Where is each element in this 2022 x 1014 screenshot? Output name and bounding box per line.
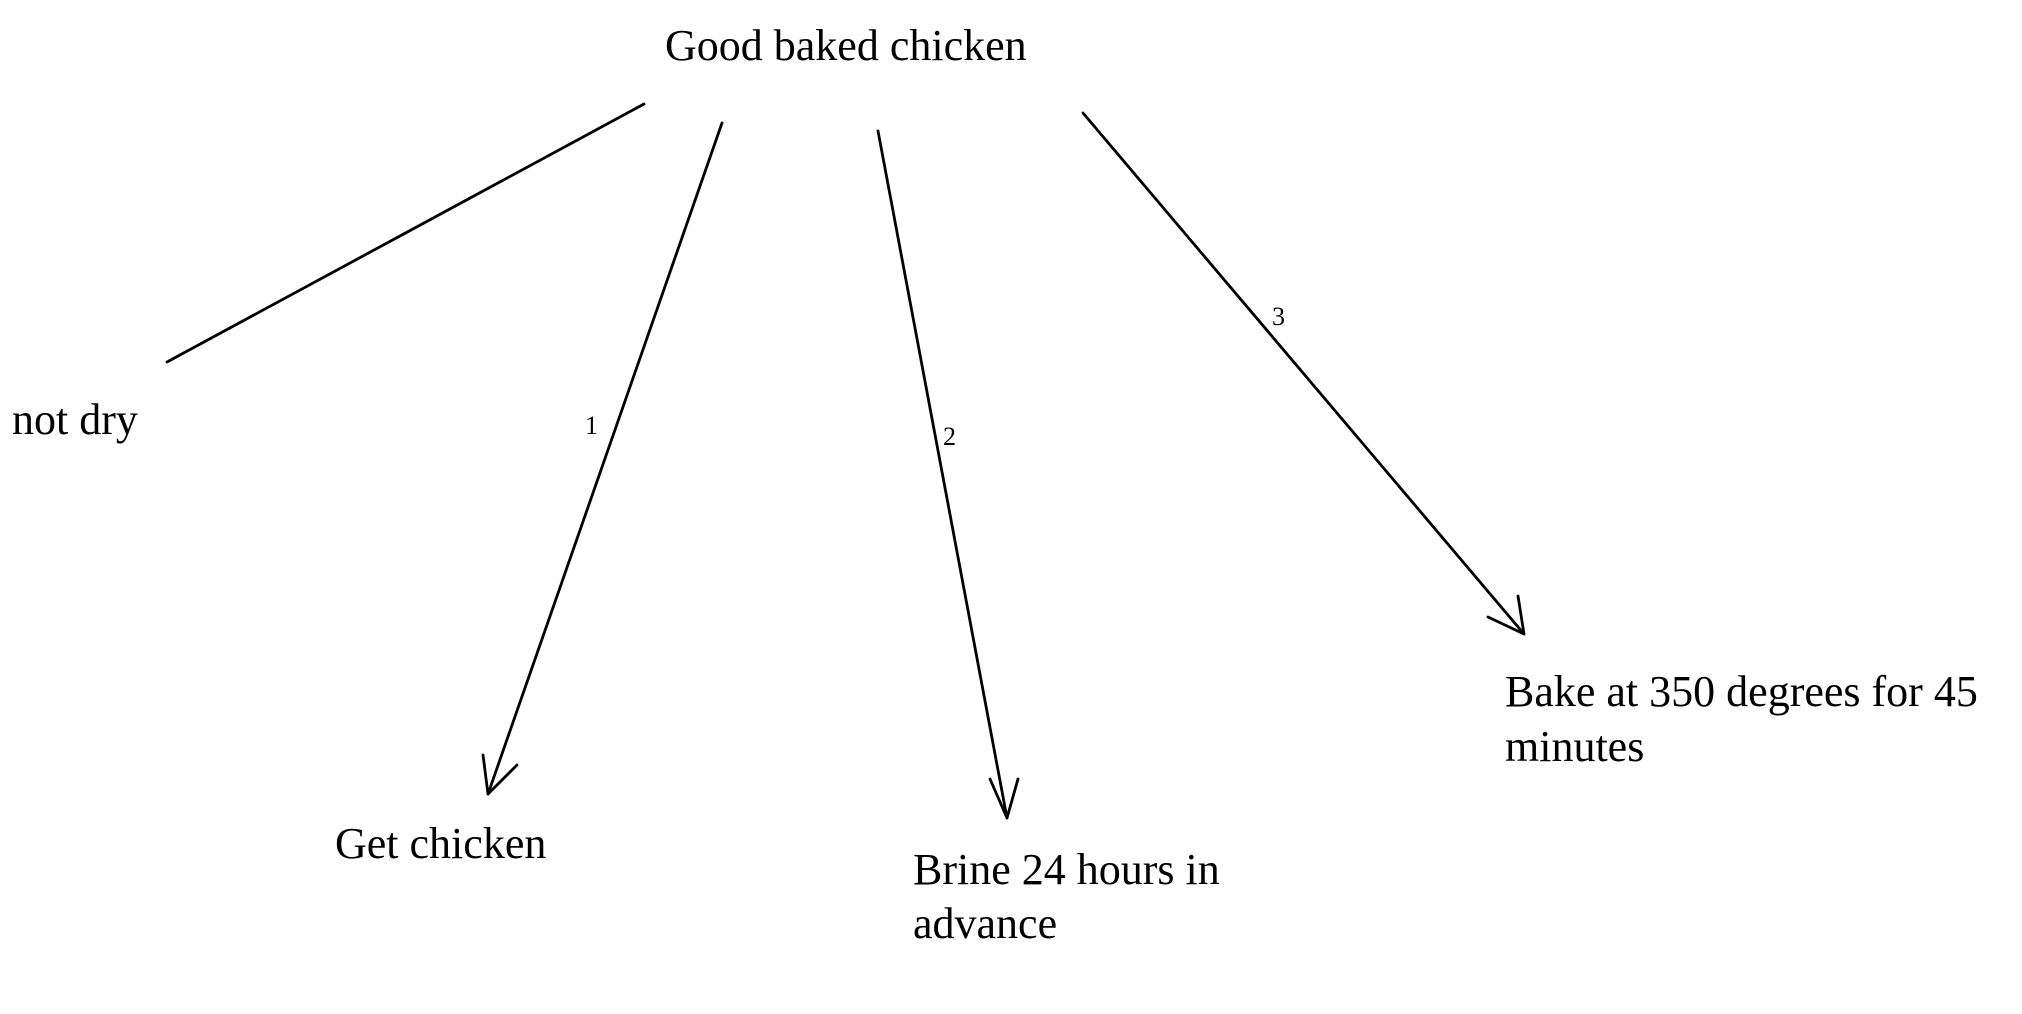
edge-label-1: 1 <box>585 411 598 440</box>
edge-1-get-chicken <box>486 121 724 796</box>
node-not-dry-label: not dry <box>12 395 138 444</box>
node-brine-label-line-2: advance <box>913 899 1057 948</box>
edge-label-2: 2 <box>943 422 956 451</box>
root-node-label: Good baked chicken <box>665 21 1027 70</box>
arrowhead-bake <box>1486 594 1526 636</box>
node-bake-label-line-2: minutes <box>1505 722 1644 771</box>
edge-2-brine <box>876 129 1009 820</box>
node-bake-label-line-1: Bake at 350 degrees for 45 <box>1505 667 1978 716</box>
node-brine-label-line-1: Brine 24 hours in <box>913 845 1220 894</box>
arrowhead-brine <box>988 777 1020 820</box>
edge-label-3: 3 <box>1272 302 1285 331</box>
edge-3-bake <box>1081 111 1526 636</box>
arrowhead-get-chicken <box>481 753 519 796</box>
node-get-chicken-label: Get chicken <box>335 819 546 868</box>
edge-not-dry <box>165 102 646 364</box>
